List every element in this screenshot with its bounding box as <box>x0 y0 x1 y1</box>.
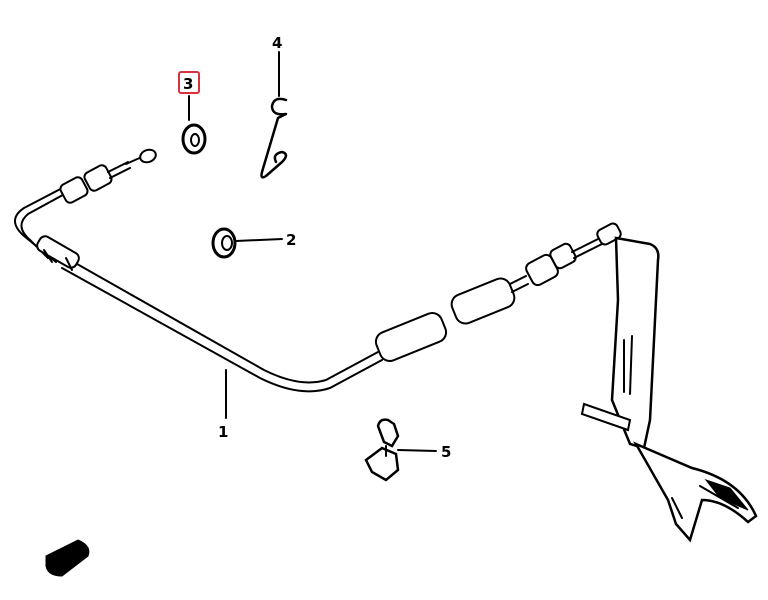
callout-4: 4 <box>272 34 282 52</box>
cable-clamp: 5 <box>364 418 451 482</box>
fragment-part <box>45 539 90 577</box>
return-spring: 4 <box>260 34 288 179</box>
callout-1: 1 <box>218 423 228 441</box>
washer: 3 <box>178 71 207 155</box>
accelerator-pedal <box>580 236 758 543</box>
accelerator-cable: 1 <box>14 148 622 441</box>
callout-5: 5 <box>441 443 451 461</box>
callout-2: 2 <box>286 231 296 249</box>
callout-3: 3 <box>183 75 193 93</box>
grommet: 2 <box>211 227 296 259</box>
leader-line-2 <box>235 238 283 242</box>
leader-line-5 <box>397 449 437 452</box>
highlight-box <box>178 71 200 94</box>
